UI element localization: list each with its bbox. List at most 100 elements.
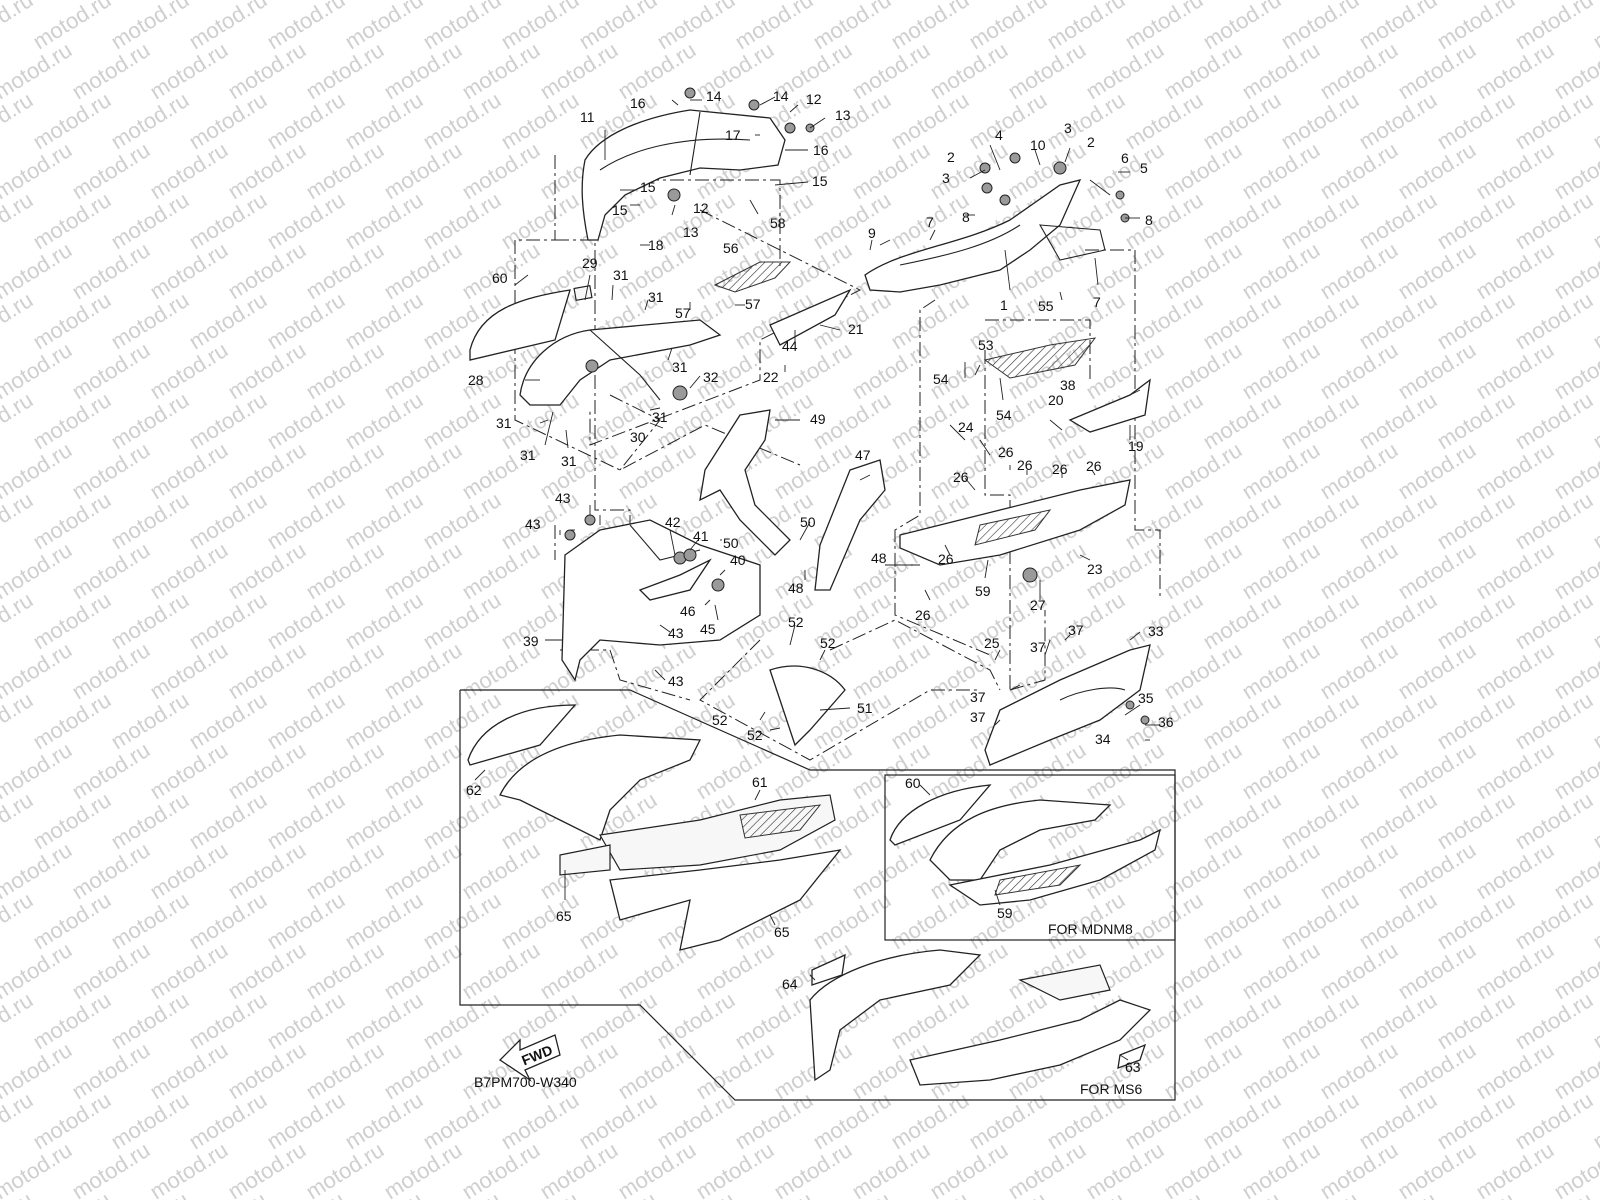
callout-9: 9 (868, 225, 876, 241)
callout-31: 31 (613, 267, 629, 283)
watermark-text: motod.ru (613, 1137, 700, 1200)
watermark-text: motod.ru (1354, 287, 1441, 354)
watermark-text: motod.ru (67, 537, 154, 604)
watermark-text: motod.ru (106, 0, 193, 54)
watermark-text: motod.ru (145, 437, 232, 504)
watermark-text: motod.ru (262, 87, 349, 154)
watermark-text: motod.ru (1276, 287, 1363, 354)
callout-28: 28 (468, 372, 484, 388)
watermark-text: motod.ru (1276, 187, 1363, 254)
watermark-text: motod.ru (28, 1087, 115, 1154)
watermark-text: motod.ru (28, 0, 115, 54)
watermark-text: motod.ru (1198, 787, 1285, 854)
watermark-text: motod.ru (28, 87, 115, 154)
watermark-text: motod.ru (1237, 737, 1324, 804)
watermark-text: motod.ru (1354, 687, 1441, 754)
watermark-text: motod.ru (223, 237, 310, 304)
watermark-text: motod.ru (574, 387, 661, 454)
watermark-text: motod.ru (535, 1137, 622, 1200)
watermark-text: motod.ru (1315, 137, 1402, 204)
watermark-text: motod.ru (886, 87, 973, 154)
watermark-text: motod.ru (67, 437, 154, 504)
watermark-text: motod.ru (106, 287, 193, 354)
bracket-47 (814, 459, 886, 591)
watermark-text: motod.ru (223, 1137, 310, 1200)
watermark-text: motod.ru (1510, 0, 1597, 54)
watermark-text: motod.ru (1081, 337, 1168, 404)
watermark-text: motod.ru (379, 537, 466, 604)
watermark-text: motod.ru (1120, 1087, 1207, 1154)
watermark-text: motod.ru (145, 737, 232, 804)
watermark-text: motod.ru (847, 1137, 934, 1200)
callout-39: 39 (523, 633, 539, 649)
watermark-text: motod.ru (262, 887, 349, 954)
callouts: 1 2 2 3 3 4 5 6 7 7 8 8 9 10 11 12 12 13… (466, 88, 1174, 1075)
callout-21: 21 (848, 321, 864, 337)
callout-52: 52 (712, 712, 728, 728)
watermark-text: motod.ru (1276, 1087, 1363, 1154)
watermark-text: motod.ru (496, 1087, 583, 1154)
watermark-text: motod.ru (886, 987, 973, 1054)
watermark-text: motod.ru (301, 37, 388, 104)
watermark-text: motod.ru (301, 237, 388, 304)
watermark-text: motod.ru (1471, 737, 1558, 804)
watermark-text: motod.ru (1198, 287, 1285, 354)
callout-7: 7 (1093, 294, 1101, 310)
watermark-text: motod.ru (340, 287, 427, 354)
watermark-text: motod.ru (1276, 87, 1363, 154)
watermark-text: motod.ru (1237, 1137, 1324, 1200)
watermark-text: motod.ru (223, 37, 310, 104)
watermark-text: motod.ru (1354, 587, 1441, 654)
callout-48: 48 (788, 580, 804, 596)
callout-1: 1 (1000, 297, 1008, 313)
watermark-text: motod.ru (418, 587, 505, 654)
callout-49: 49 (810, 411, 826, 427)
watermark-text: motod.ru (28, 487, 115, 554)
watermark-text: motod.ru (301, 437, 388, 504)
callout-33: 33 (1148, 623, 1164, 639)
watermark-text: motod.ru (418, 0, 505, 54)
callout-52: 52 (788, 614, 804, 630)
watermark-text: motod.ru (262, 387, 349, 454)
watermark-text: motod.ru (1237, 237, 1324, 304)
callout-41: 41 (693, 528, 709, 544)
watermark-text: motod.ru (340, 487, 427, 554)
callout-6: 6 (1121, 150, 1129, 166)
watermark-text: motod.ru (145, 37, 232, 104)
watermark-text: motod.ru (262, 0, 349, 54)
watermark-text: motod.ru (223, 437, 310, 504)
callout-26: 26 (1086, 458, 1102, 474)
floor-panel-23 (899, 479, 1131, 566)
watermark-text: motod.ru (1432, 787, 1519, 854)
watermark-text: motod.ru (379, 237, 466, 304)
watermark-text: motod.ru (418, 987, 505, 1054)
watermark-text: motod.ru (28, 887, 115, 954)
watermark-text: motod.ru (1510, 187, 1597, 254)
callout-63: 63 (1125, 1059, 1141, 1075)
watermark-text: motod.ru (145, 1037, 232, 1104)
callout-31: 31 (561, 453, 577, 469)
watermark-text: motod.ru (1354, 87, 1441, 154)
watermark-text: motod.ru (1510, 287, 1597, 354)
watermark-text: motod.ru (1237, 37, 1324, 104)
watermark-text: motod.ru (106, 687, 193, 754)
watermark-text: motod.ru (652, 1087, 739, 1154)
watermark-text: motod.ru (184, 987, 271, 1054)
callout-58: 58 (770, 215, 786, 231)
watermark-text: motod.ru (1471, 337, 1558, 404)
callout-65: 65 (556, 908, 572, 924)
watermark-text: motod.ru (1510, 787, 1597, 854)
watermark-text: motod.ru (418, 487, 505, 554)
watermark-text: motod.ru (1198, 1087, 1285, 1154)
watermark-text: motod.ru (457, 137, 544, 204)
watermark-text: motod.ru (1510, 987, 1597, 1054)
watermark-text: motod.ru (1198, 0, 1285, 54)
watermark-text: motod.ru (1198, 387, 1285, 454)
watermark-text: motod.ru (1354, 787, 1441, 854)
callout-3: 3 (1064, 120, 1072, 136)
watermark-text: motod.ru (535, 937, 622, 1004)
callout-26: 26 (1017, 457, 1033, 473)
callout-55: 55 (1038, 298, 1054, 314)
watermark-text: motod.ru (1159, 237, 1246, 304)
callout-18: 18 (648, 237, 664, 253)
